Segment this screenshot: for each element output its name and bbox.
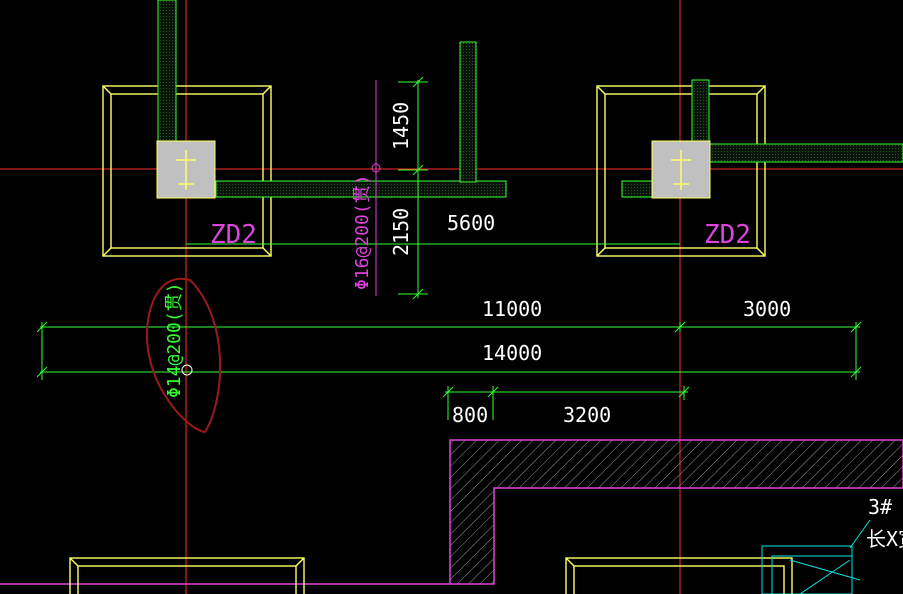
corner-note-line2: 长X宽: [866, 527, 903, 551]
rebar-strip-middle-vertical: [459, 41, 477, 183]
dimension-text-5600: 5600: [447, 211, 495, 235]
dimension-text-1450: 1450: [389, 102, 413, 150]
cyan-detail: [761, 519, 871, 594]
pile-cap-label-left: ZD2: [210, 220, 257, 250]
pile-cap-left[interactable]: [102, 85, 272, 257]
rebar-leader-node-magenta: [371, 163, 381, 173]
dimension-text-2150: 2150: [389, 208, 413, 256]
foundation-hatch-region[interactable]: [0, 439, 903, 585]
pile-cap-right[interactable]: [596, 85, 766, 257]
rebar-label-green: Φ14@200(贯): [164, 282, 185, 398]
rebar-strips: [157, 0, 903, 198]
column-left[interactable]: [156, 140, 216, 199]
rebar-leader-node-green: [181, 364, 193, 376]
dimension-text-11000: 11000: [482, 297, 542, 321]
rebar-strip-right-stub: [621, 180, 655, 198]
rebar-label-magenta: Φ16@200(贯): [352, 174, 373, 290]
pile-cap-label-right: ZD2: [704, 220, 751, 250]
rebar-strip-right-vertical: [691, 79, 710, 143]
dimension-text-14000: 14000: [482, 341, 542, 365]
corner-note-line1: 3#: [868, 495, 892, 519]
pile-cap-bottom-right[interactable]: [565, 557, 793, 594]
rebar-strip-left-vertical: [157, 0, 177, 143]
dimension-text-3200: 3200: [563, 403, 611, 427]
pile-cap-bottom-left[interactable]: [69, 557, 305, 594]
rebar-strip-right-horizontal: [709, 143, 903, 163]
dimension-lines: [36, 76, 862, 420]
rebar-strip-horizontal: [215, 180, 507, 198]
circled-annotation-ring: [146, 277, 222, 434]
dimension-text-3000: 3000: [743, 297, 791, 321]
column-right[interactable]: [651, 140, 711, 199]
dimension-text-800: 800: [452, 403, 488, 427]
